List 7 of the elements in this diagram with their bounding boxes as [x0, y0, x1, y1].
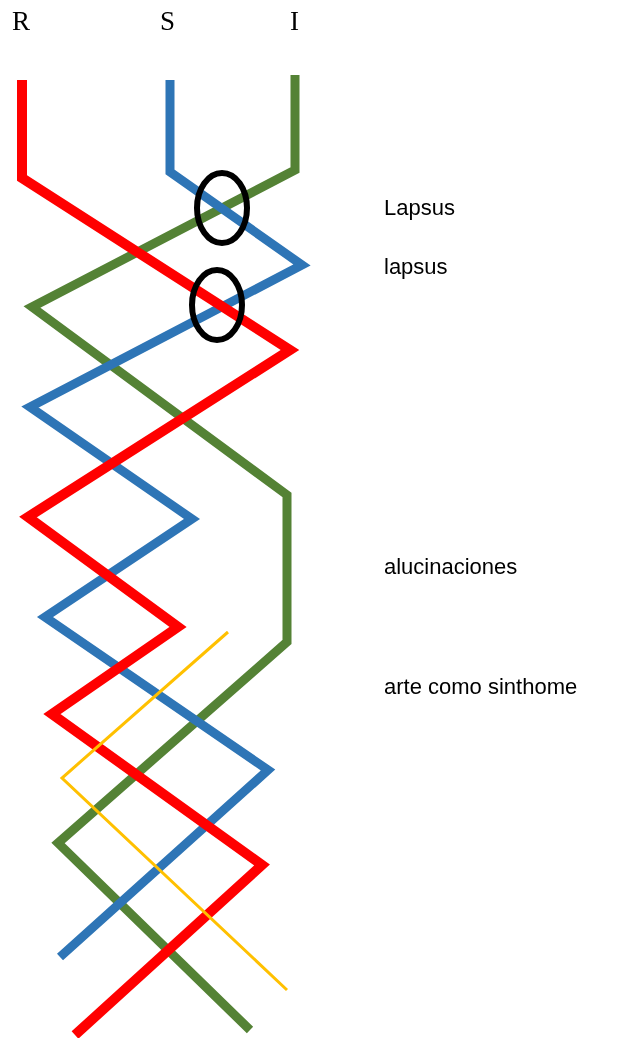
annotation-text: alucinaciones — [384, 556, 518, 578]
strand-label: S — [160, 8, 176, 35]
annotation-text: lapsus — [384, 256, 448, 278]
annotation-text: Lapsus — [384, 197, 455, 219]
strand-label: I — [290, 8, 299, 35]
strand-label: R — [12, 8, 30, 35]
annotation-text: arte como sinthome — [384, 676, 578, 698]
